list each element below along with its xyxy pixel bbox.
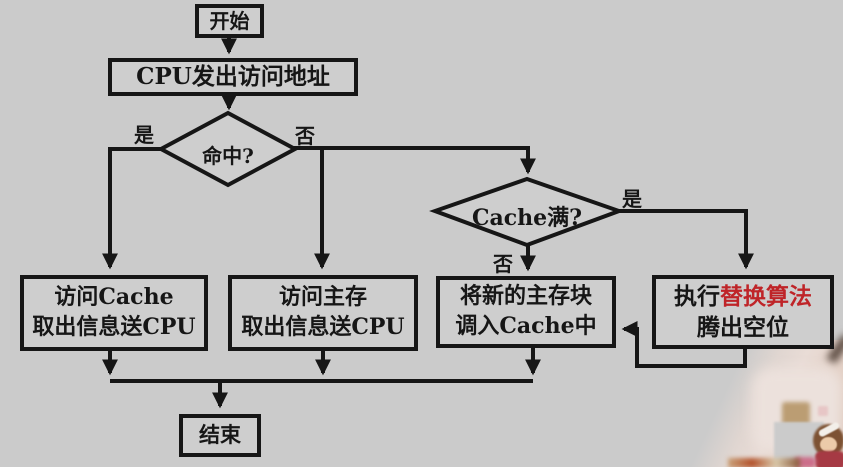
- decision-cache-full-diamond: [429, 176, 625, 248]
- node-access-main-line2: 取出信息送CPU: [241, 314, 405, 340]
- node-load-block-line1: 将新的主存块: [459, 283, 592, 310]
- node-access-cache: 访问Cache 取出信息送CPU: [20, 275, 208, 351]
- branch-label-hit-yes: 是: [134, 123, 154, 147]
- node-load-block: 将新的主存块 调入Cache中: [436, 276, 616, 348]
- decision-cache-full-label: Cache满?: [471, 205, 583, 231]
- decision-hit-diamond: [156, 110, 300, 188]
- node-access-cache-line2: 取出信息送CPU: [32, 314, 196, 340]
- node-cpu-address-label: CPU发出访问地址: [136, 63, 330, 91]
- node-start-label: 开始: [209, 8, 250, 33]
- node-load-block-line2: 调入Cache中: [455, 313, 597, 339]
- node-replace-line1-highlight: 替换算法: [720, 282, 812, 310]
- branch-label-full-no: 否: [493, 252, 513, 276]
- edge-full-yes-to-replace: [617, 209, 754, 270]
- node-cpu-address: CPU发出访问地址: [108, 58, 358, 96]
- node-access-cache-line1: 访问Cache: [54, 284, 174, 311]
- node-replace-line2: 腾出空位: [697, 314, 789, 341]
- edge-hit-no-to-cache-full: [293, 146, 536, 175]
- decision-hit-label: 命中?: [202, 144, 254, 168]
- node-start: 开始: [195, 4, 264, 38]
- node-replace-line1-prefix: 执行: [674, 282, 720, 310]
- edge-hit-yes-to-access-cache: [102, 147, 163, 270]
- branch-label-hit-no: 否: [295, 124, 315, 148]
- node-end-label: 结束: [199, 422, 241, 448]
- node-replace-line1: 执行替换算法: [674, 281, 812, 312]
- node-replace-algorithm: 执行替换算法 腾出空位: [652, 275, 834, 349]
- node-end: 结束: [179, 414, 261, 457]
- node-access-main-line1: 访问主存: [278, 284, 367, 311]
- branch-label-full-yes: 是: [622, 187, 642, 211]
- node-access-main-memory: 访问主存 取出信息送CPU: [228, 275, 418, 351]
